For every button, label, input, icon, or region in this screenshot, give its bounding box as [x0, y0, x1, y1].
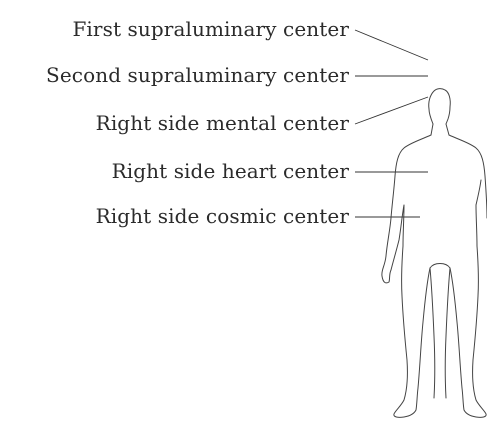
figure-head	[429, 89, 451, 124]
label-right-side-mental-center: Right side mental center	[96, 111, 349, 135]
figure-left-side	[382, 135, 431, 417]
label-right-side-heart-center: Right side heart center	[112, 159, 349, 183]
human-figure-outline	[382, 89, 487, 418]
leader-line-first-supraluminary	[355, 30, 428, 60]
leader-line-right-mental	[355, 97, 428, 124]
figure-inner-left-leg	[430, 268, 435, 398]
label-first-supraluminary-center: First supraluminary center	[72, 17, 349, 41]
figure-inner-right-leg	[445, 268, 450, 398]
figure-crotch	[430, 264, 450, 269]
label-right-side-cosmic-center: Right side cosmic center	[96, 204, 349, 228]
figure-right-arm-edge	[476, 180, 481, 205]
label-second-supraluminary-center: Second supraluminary center	[46, 63, 349, 87]
figure-neck	[431, 124, 449, 135]
figure-right-side	[449, 135, 487, 417]
